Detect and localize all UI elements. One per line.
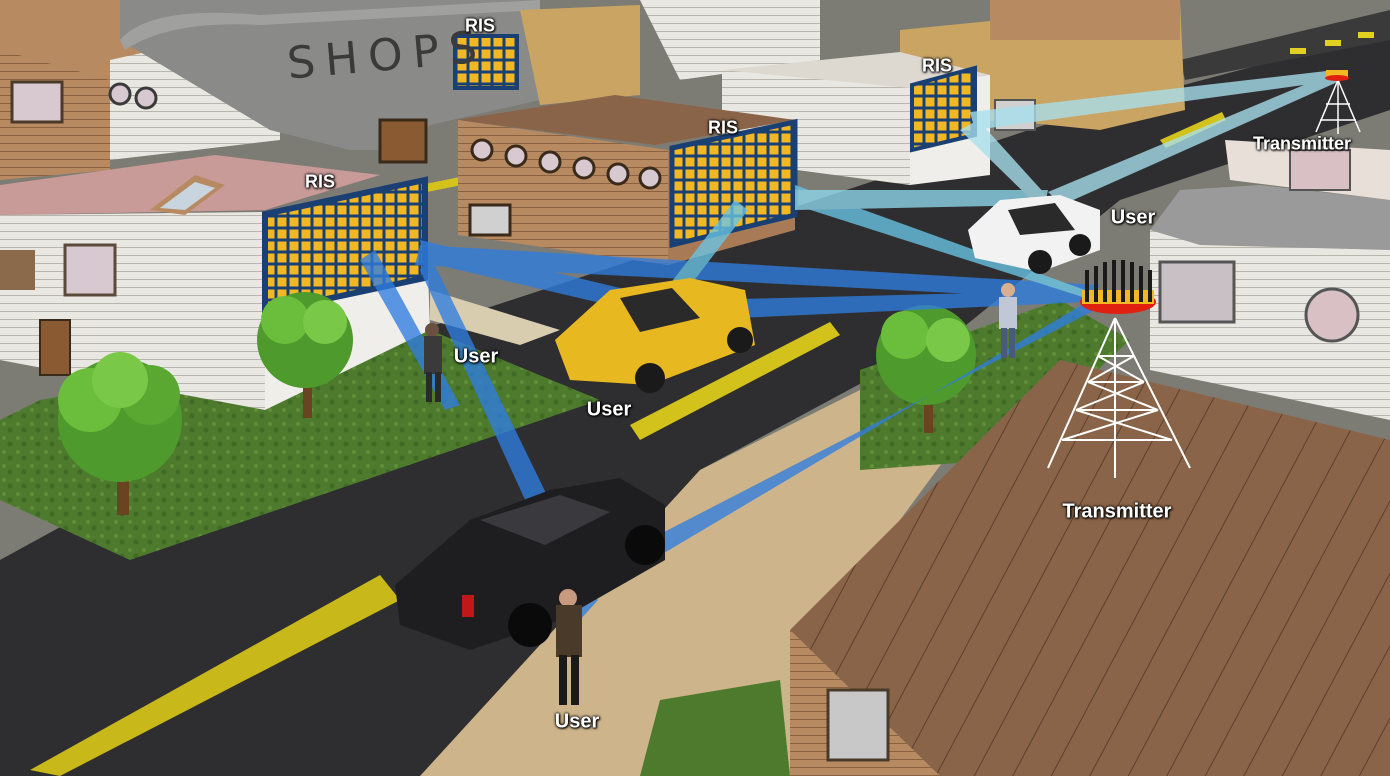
ris-label: RIS <box>465 16 495 37</box>
ris-label: RIS <box>305 172 335 193</box>
user-label: User <box>454 346 498 369</box>
ris-label: RIS <box>922 56 952 77</box>
user-label: User <box>587 399 631 422</box>
building-ris-2 <box>455 95 795 265</box>
ris-label: RIS <box>708 118 738 139</box>
user-label: User <box>555 711 599 734</box>
user-label: User <box>1111 207 1155 230</box>
transmitter-label: Transmitter <box>1253 134 1351 155</box>
antenna-array-far <box>1325 70 1349 81</box>
transmitter-label: Transmitter <box>1063 501 1172 524</box>
